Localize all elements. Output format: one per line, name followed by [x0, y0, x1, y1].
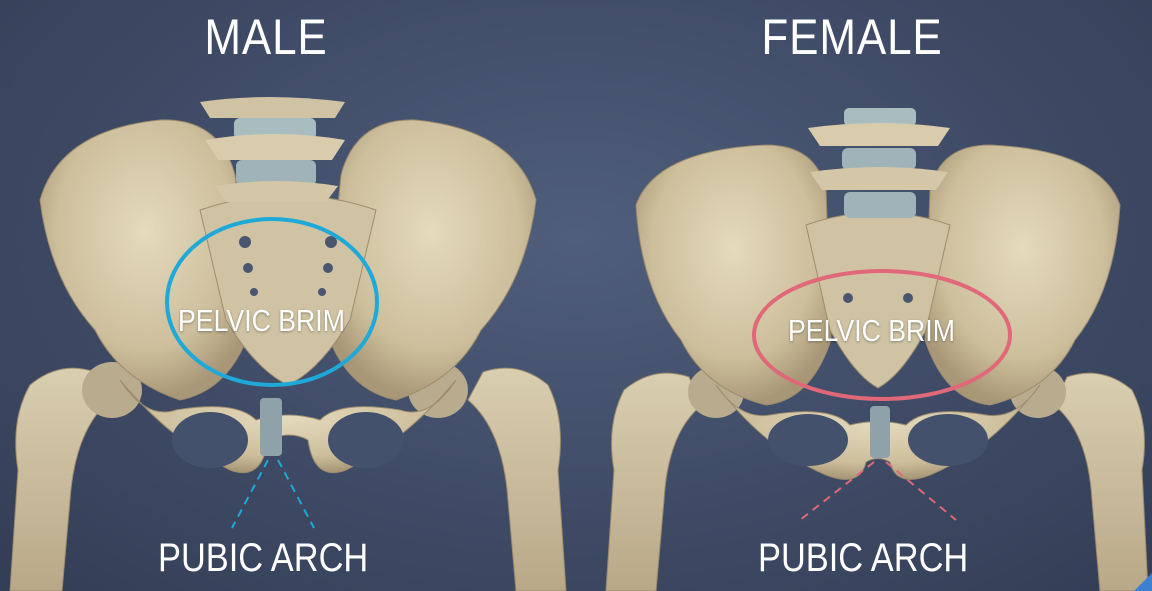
male-pelvis-illustration	[0, 0, 576, 591]
panel-title: MALE	[13, 8, 520, 66]
female-pelvis-illustration	[576, 0, 1152, 591]
male-panel: MALE PELVIC BRIM PUBIC ARCH	[0, 0, 576, 591]
pelvic-brim-label: PELVIC BRIM	[788, 313, 955, 349]
pubic-arch-line-right	[278, 460, 314, 528]
pubic-arch-label: PUBIC ARCH	[158, 536, 368, 581]
pelvic-brim-label: PELVIC BRIM	[178, 303, 345, 339]
panel-title: FEMALE	[599, 8, 1106, 66]
corner-arrow-icon	[1134, 573, 1152, 591]
female-panel: FEMALE PELVIC BRIM PUBIC ARCH	[576, 0, 1152, 591]
pubic-arch-label: PUBIC ARCH	[758, 536, 968, 581]
